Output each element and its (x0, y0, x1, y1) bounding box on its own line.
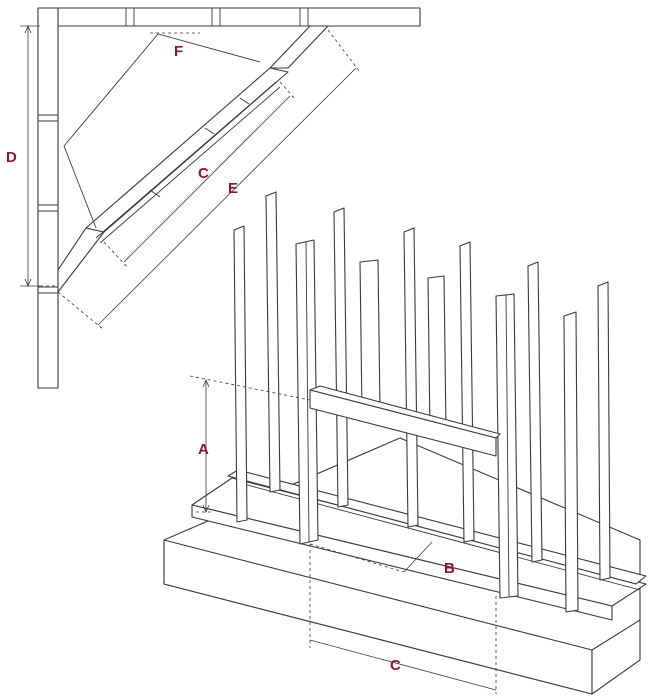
stud (265, 191, 281, 493)
dimension-e (57, 29, 361, 331)
stud (233, 225, 248, 523)
roof-detail (20, 7, 421, 389)
dimension-c-rafter (103, 81, 297, 269)
wall-post (37, 7, 59, 389)
stud (333, 207, 349, 508)
stud (563, 311, 579, 613)
label-b: B (444, 560, 455, 577)
dimension-a (189, 375, 311, 514)
foundation-side (591, 619, 641, 695)
label-c-wall: C (390, 657, 401, 674)
label-c-rafter: C (198, 165, 209, 182)
stud (597, 281, 611, 581)
stud-short (359, 259, 381, 413)
stud-double (495, 293, 519, 599)
dimension-d (20, 24, 58, 288)
gusset-outline (63, 33, 261, 147)
label-e: E (228, 180, 239, 197)
stud (527, 261, 543, 563)
stud-short (427, 275, 447, 433)
nogging (309, 389, 497, 457)
stud-double (295, 239, 319, 545)
label-f: F (174, 43, 184, 60)
dimension-b (309, 541, 433, 573)
diagonal-rafter (85, 67, 289, 233)
ceiling-joist (37, 7, 421, 27)
label-d: D (6, 149, 17, 166)
brace-top-end (269, 25, 329, 69)
label-a: A (198, 441, 209, 458)
dimension-c-wall (309, 544, 497, 694)
wall-framing (163, 191, 647, 695)
